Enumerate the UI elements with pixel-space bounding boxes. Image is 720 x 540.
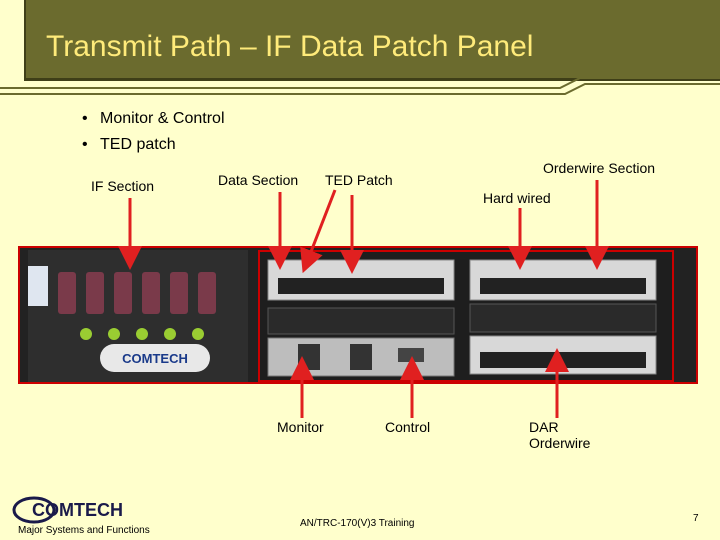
bullet-item: •TED patch (82, 136, 176, 153)
bullet-text: Monitor & Control (100, 110, 225, 127)
label-dar: DAR (529, 419, 559, 435)
label-dar-orderwire: Orderwire (529, 435, 591, 451)
if-section-panel: COMTECH (24, 250, 248, 382)
footer-left-text: Major Systems and Functions (18, 525, 150, 536)
label-ted-patch: TED Patch (325, 172, 393, 188)
footer-center-text: AN/TRC-170(V)3 Training (300, 518, 415, 529)
slide-header: Transmit Path – IF Data Patch Panel (0, 0, 720, 96)
modules-graphic (260, 252, 672, 380)
if-section-graphic: COMTECH (24, 250, 248, 382)
page-title: Transmit Path – IF Data Patch Panel (46, 30, 534, 63)
company-logo: COMTECH (10, 494, 160, 531)
label-hard-wired: Hard wired (483, 190, 551, 206)
label-monitor: Monitor (277, 419, 324, 435)
svg-text:COMTECH: COMTECH (122, 351, 188, 366)
patch-modules (258, 250, 674, 382)
header-decoration (0, 77, 720, 95)
label-orderwire-section: Orderwire Section (543, 160, 656, 176)
label-data-section: Data Section (218, 172, 299, 188)
label-if-section: IF Section (91, 178, 155, 194)
bullet-list: •Monitor & Control •TED patch (82, 106, 225, 158)
page-number: 7 (693, 513, 699, 524)
comtech-logo-graphic: COMTECH (12, 496, 123, 524)
logo-text: COMTECH (32, 500, 123, 520)
arrow-ted-patch-1 (300, 189, 337, 274)
title-bar (24, 0, 720, 81)
bullet-item: •Monitor & Control (82, 110, 225, 127)
bullet-text: TED patch (100, 136, 176, 153)
label-control: Control (385, 419, 431, 435)
